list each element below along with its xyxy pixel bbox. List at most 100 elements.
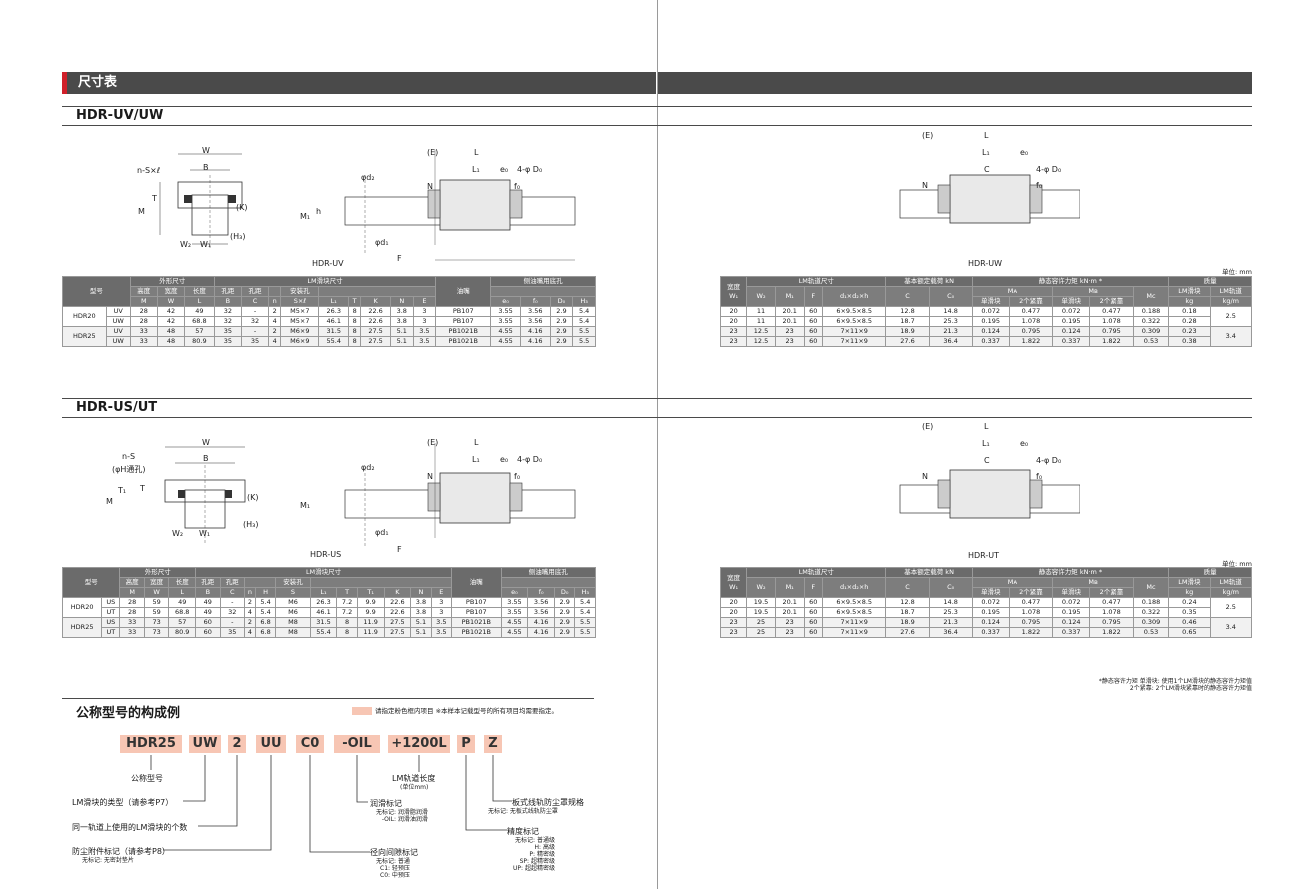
uw-side-view-drawing bbox=[899, 174, 1080, 224]
us-label-F: F bbox=[397, 545, 402, 554]
label-phid2: φd₂ bbox=[361, 173, 375, 182]
us-label-K: (K) bbox=[247, 493, 259, 502]
us-cross-section-drawing bbox=[164, 446, 246, 543]
ut-label-L1: L₁ bbox=[982, 439, 990, 448]
us-label-T1: T₁ bbox=[118, 486, 127, 495]
label-T: T bbox=[152, 194, 157, 203]
ut-label-C: C bbox=[984, 456, 990, 465]
us-label-phid1: φd₁ bbox=[375, 528, 389, 537]
uw-label-D0: 4-φ D₀ bbox=[1036, 165, 1062, 174]
label-lube: 润滑标记 bbox=[370, 799, 402, 808]
us-table-left: 型号 外形尺寸 LM滑块尺寸 油嘴 侧油嘴用底孔 高度 宽度 长度 孔距 孔距 … bbox=[61, 567, 597, 638]
label-preload-sub: 无标记: 普通 C1: 轻预压 C0: 中预压 bbox=[376, 858, 410, 879]
uw-label-e0: e₀ bbox=[1020, 148, 1029, 157]
ut-label-D0: 4-φ D₀ bbox=[1036, 456, 1062, 465]
us-label-W: W bbox=[202, 438, 210, 447]
uv-cross-section-drawing bbox=[159, 153, 243, 250]
us-label-E: (E) bbox=[427, 438, 439, 447]
us-label-L1: L₁ bbox=[472, 455, 480, 464]
label-N: N bbox=[427, 182, 433, 191]
uw-label-N: N bbox=[922, 181, 928, 190]
label-f0: f₀ bbox=[514, 182, 521, 191]
code-seal: UU bbox=[256, 735, 286, 753]
code-model: HDR25 bbox=[120, 735, 182, 753]
order-leader-lines bbox=[150, 755, 512, 853]
label-H3: (H₃) bbox=[230, 232, 246, 241]
code-lube: -OIL bbox=[334, 735, 380, 753]
us-label-phid2: φd₂ bbox=[361, 463, 375, 472]
code-count: 2 bbox=[228, 735, 246, 753]
label-seal: 防尘附件标记（请参考P8） bbox=[72, 847, 170, 856]
label-block-type: LM滑块的类型（请参考P7） bbox=[72, 798, 174, 807]
label-B: B bbox=[203, 163, 209, 172]
uw-label-C: C bbox=[984, 165, 990, 174]
label-L1: L₁ bbox=[472, 165, 480, 174]
label-M1: M₁ bbox=[300, 212, 311, 221]
ut-label-L: L bbox=[984, 422, 989, 431]
ut-label-f0: f₀ bbox=[1036, 472, 1043, 481]
ut-label-N: N bbox=[922, 472, 928, 481]
order-title: 公称型号的构成例 bbox=[76, 706, 181, 721]
ut-side-view-drawing bbox=[899, 469, 1080, 519]
us-label-H3: (H₃) bbox=[243, 520, 259, 529]
code-accuracy: P bbox=[457, 735, 475, 753]
us-label-M: M bbox=[106, 497, 113, 506]
label-e0: e₀ bbox=[500, 165, 509, 174]
uw-label-f0: f₀ bbox=[1036, 181, 1043, 190]
uv-subtitle: HDR-UV/UW bbox=[62, 106, 1252, 126]
ut-caption: HDR-UT bbox=[968, 551, 1000, 560]
us-label-phiH: (φH通孔) bbox=[112, 465, 146, 474]
label-F: F bbox=[397, 254, 402, 263]
page-divider bbox=[657, 0, 658, 889]
ut-label-E: (E) bbox=[922, 422, 934, 431]
label-L: L bbox=[474, 148, 479, 157]
label-rail-length: LM轨道长度 bbox=[392, 774, 436, 783]
moment-footnote: *静态容许力矩 单滑块: 使用1个LM滑块的静态容许力矩值 2个紧靠: 2个LM… bbox=[1098, 678, 1252, 692]
label-preload: 径向间隙标记 bbox=[370, 848, 418, 857]
order-note: 请指定粉色框内项目 ※本样本记载型号的所有项目均需要指定。 bbox=[352, 705, 558, 715]
us-label-N: N bbox=[427, 472, 433, 481]
label-lube-sub: 无标记: 润滑脂润滑 -OIL: 润滑油润滑 bbox=[376, 809, 428, 823]
us-unit-note: 单位: mm bbox=[1222, 560, 1252, 568]
code-preload: C0 bbox=[296, 735, 324, 753]
label-W2: W₂ bbox=[180, 240, 192, 249]
uv-unit-note: 单位: mm bbox=[1222, 268, 1252, 276]
label-cover: 板式线轨防尘罩规格 bbox=[512, 798, 584, 807]
us-label-nS: n-S bbox=[122, 452, 136, 461]
us-side-view-drawing bbox=[344, 443, 576, 548]
us-caption: HDR-US bbox=[310, 550, 342, 559]
label-seal-sub: 无标记: 无密封垫片 bbox=[82, 857, 134, 864]
us-label-D0: 4-φ D₀ bbox=[517, 455, 543, 464]
label-D0: 4-φ D₀ bbox=[517, 165, 543, 174]
label-phid1: φd₁ bbox=[375, 238, 389, 247]
label-W1: W₁ bbox=[200, 240, 212, 249]
us-label-L: L bbox=[474, 438, 479, 447]
uv-side-view-drawing bbox=[344, 150, 576, 261]
order-title-rule bbox=[62, 698, 594, 699]
uw-label-L1: L₁ bbox=[982, 148, 990, 157]
section-header-left: 尺寸表 bbox=[62, 72, 656, 94]
label-count: 同一轨道上使用的LM滑块的个数 bbox=[72, 823, 188, 832]
us-label-T: T bbox=[140, 484, 145, 493]
label-K: (K) bbox=[236, 203, 248, 212]
label-h: h bbox=[316, 207, 322, 216]
code-block-type: UW bbox=[189, 735, 221, 753]
us-label-W2: W₂ bbox=[172, 529, 184, 538]
ut-label-e0: e₀ bbox=[1020, 439, 1029, 448]
uw-caption: HDR-UW bbox=[968, 259, 1003, 268]
section-header-right bbox=[658, 72, 1252, 94]
label-model: 公称型号 bbox=[131, 774, 163, 783]
us-label-e0: e₀ bbox=[500, 455, 509, 464]
label-accuracy: 精度标记 bbox=[507, 827, 539, 836]
uv-caption: HDR-UV bbox=[312, 259, 344, 268]
